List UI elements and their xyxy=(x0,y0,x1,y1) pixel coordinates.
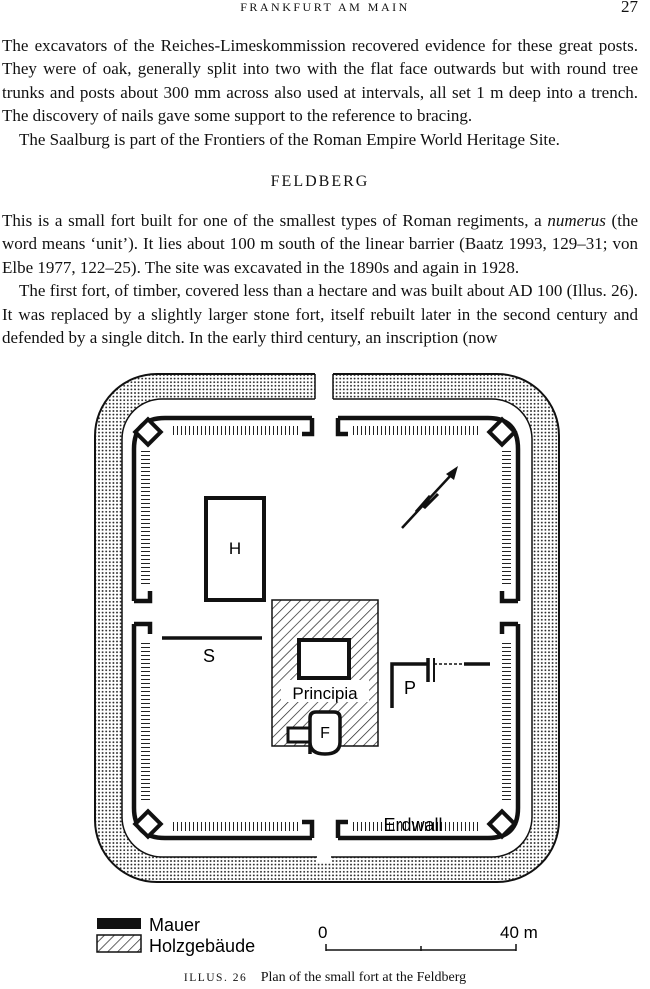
paragraph-text-part: (the word means ‘unit’). It lies about 1… xyxy=(2,211,638,277)
italic-term: numerus xyxy=(547,211,606,231)
page-number: 27 xyxy=(621,0,638,16)
legend-swatch-mauer xyxy=(97,918,141,929)
legend-label-holzgebaeude: Holzgebäude xyxy=(149,936,255,956)
legend-label-mauer: Mauer xyxy=(149,915,200,935)
label-erdwall: Erdwall xyxy=(383,815,442,835)
label-p: P xyxy=(404,678,416,698)
paragraph-text-part: This is a small fort built for one of th… xyxy=(2,211,548,231)
fort-plan-figure: H S Principia F P Erdwal xyxy=(0,366,650,962)
fort-plan-drawing: H S Principia F P Erdwal xyxy=(94,370,560,956)
label-h: H xyxy=(229,539,241,558)
label-s: S xyxy=(203,646,215,666)
figure-caption: ILLUS. 26 Plan of the small fort at the … xyxy=(0,969,650,987)
label-f: F xyxy=(320,725,330,742)
caption-label: ILLUS. 26 xyxy=(183,972,248,984)
building-h xyxy=(204,496,266,602)
building-p xyxy=(390,658,490,708)
paragraph-feldberg-intro: This is a small fort built for one of th… xyxy=(2,209,638,279)
label-principia: Principia xyxy=(292,684,358,703)
paragraph-excavators: The excavators of the Reiches-Limeskommi… xyxy=(2,36,638,126)
section-heading: FELDBERG xyxy=(270,173,370,191)
scale-end-label: 40 m xyxy=(500,923,538,942)
scale-bar: 0 40 m xyxy=(318,923,538,951)
principia xyxy=(271,599,379,756)
paragraph-first-fort: The first fort, of timber, covered less … xyxy=(2,281,638,348)
legend-swatch-holzgebaeude xyxy=(96,934,142,953)
body-text: The excavators of the Reiches-Limeskommi… xyxy=(2,34,638,349)
paragraph-saalburg: The Saalburg is part of the Frontiers of… xyxy=(19,129,560,149)
earth-rampart xyxy=(141,426,511,831)
north-arrow-icon xyxy=(401,466,458,529)
corner-towers xyxy=(132,416,518,840)
running-head: FRANKFURT AM MAIN 27 xyxy=(0,0,650,20)
caption-text: Plan of the small fort at the Feldberg xyxy=(260,970,467,985)
scale-start-label: 0 xyxy=(318,923,327,942)
running-head-title: FRANKFURT AM MAIN xyxy=(240,0,410,14)
legend: Mauer Holzgebäude xyxy=(96,915,255,956)
